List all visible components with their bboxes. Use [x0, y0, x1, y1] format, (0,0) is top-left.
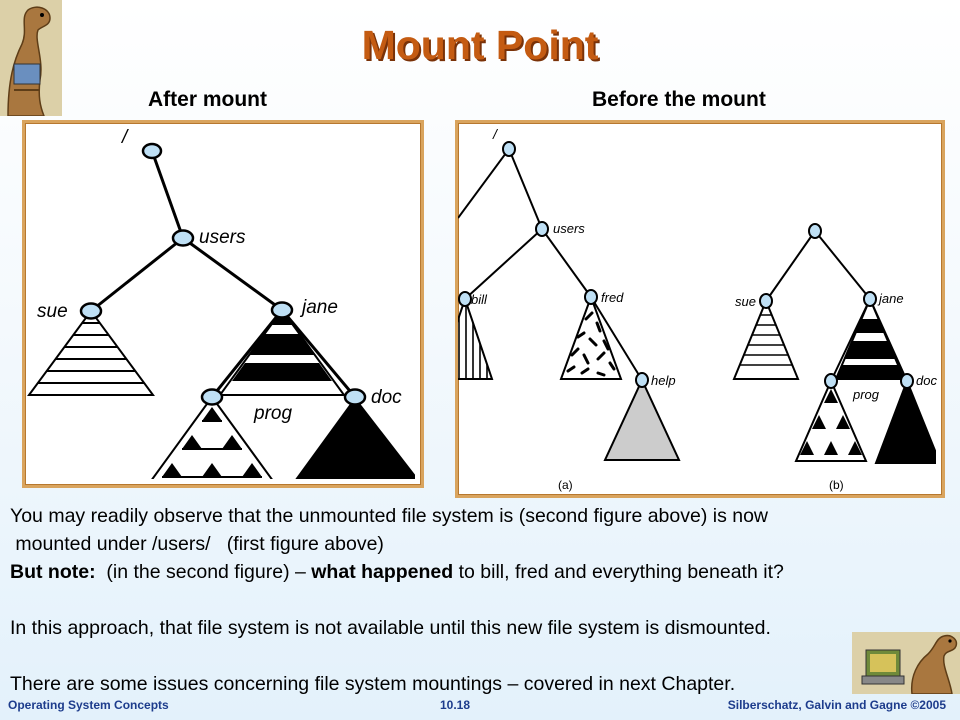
body-line-3-part-a: (in the second figure) – [95, 561, 312, 583]
figure-before-mount: / users bill fred help sue jane prog doc… [455, 120, 945, 498]
dinosaur-logo-icon [0, 0, 62, 116]
body-line-1: You may readily observe that the unmount… [10, 505, 769, 527]
node-label-jane-b: jane [877, 291, 904, 306]
caption-after-mount: After mount [148, 88, 267, 111]
what-happened-emphasis: what happened [311, 561, 454, 583]
node-label-users-a: users [553, 221, 585, 236]
node-label-help: help [651, 373, 676, 388]
node-label-doc: doc [371, 387, 402, 408]
node-label-fred: fred [601, 290, 624, 305]
slide-title: Mount Point [361, 22, 599, 68]
body-line-3: But note: (in the second figure) – what … [10, 558, 960, 586]
but-note-label: But note: [10, 561, 96, 583]
body-line-5: There are some issues concerning file sy… [10, 673, 736, 695]
node-label-users: users [199, 227, 246, 248]
body-line-2: mounted under /users/ (first figure abov… [10, 533, 384, 555]
body-line-3-part-b: to bill, fred and everything beneath it? [453, 561, 784, 583]
footer-book-title: Operating System Concepts [8, 698, 169, 712]
node-label-sue-b: sue [735, 294, 756, 309]
tree-diagram-after-mount: / users sue jane prog doc [27, 127, 415, 479]
panel-label-a: (a) [558, 478, 573, 492]
footer-slide-number: 10.18 [440, 698, 471, 712]
node-label-jane: jane [299, 297, 338, 318]
body-line-4: In this approach, that file system is no… [10, 617, 771, 639]
node-label-sue: sue [37, 301, 68, 322]
node-label-bill: bill [471, 292, 488, 307]
root-label-a: / [492, 126, 499, 142]
dinosaur-computer-logo-icon [852, 632, 960, 694]
root-label: / [120, 127, 129, 148]
node-label-prog: prog [253, 403, 292, 424]
body-text: You may readily observe that the unmount… [10, 502, 960, 698]
tree-diagram-before-mount: / users bill fred help sue jane prog doc… [458, 126, 937, 492]
node-label-prog-b: prog [852, 387, 880, 402]
caption-before-mount: Before the mount [592, 88, 766, 111]
footer-authors: Silberschatz, Galvin and Gagne ©2005 [727, 698, 946, 712]
node-label-doc-b: doc [916, 373, 937, 388]
figure-after-mount: / users sue jane prog doc [22, 120, 424, 488]
panel-label-b: (b) [829, 478, 844, 492]
